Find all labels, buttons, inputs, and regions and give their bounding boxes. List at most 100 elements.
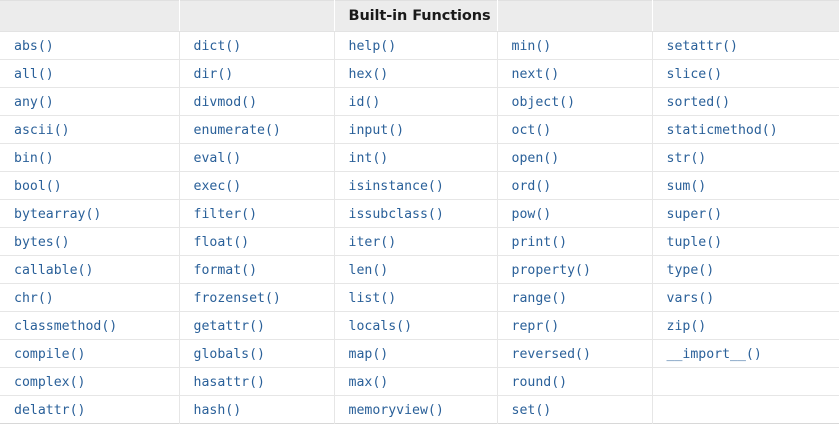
table-cell: iter() [334,227,498,256]
table-cell: range() [497,283,653,312]
table-cell: dict() [179,31,335,60]
builtin-function-link[interactable]: print() [511,234,568,250]
table-row: bin() eval() int() open() str() [0,143,839,172]
builtin-function-link[interactable]: sorted() [666,94,731,110]
table-cell: min() [497,31,653,60]
table-row: complex() hasattr() max() round() [0,367,839,396]
table-cell: frozenset() [179,283,335,312]
builtin-function-link[interactable]: __import__() [666,346,762,362]
table-cell: eval() [179,143,335,172]
table-cell: setattr() [652,31,839,60]
builtin-function-link[interactable]: map() [348,346,389,362]
builtin-function-link[interactable]: min() [511,38,552,54]
table-cell: bytes() [0,227,180,256]
table-cell: memoryview() [334,395,498,424]
builtin-function-link[interactable]: callable() [14,262,94,278]
table-cell: filter() [179,199,335,228]
builtin-function-link[interactable]: divmod() [193,94,258,110]
builtin-function-link[interactable]: iter() [348,234,397,250]
builtin-function-link[interactable]: set() [511,402,552,418]
builtin-function-link[interactable]: vars() [666,290,715,306]
builtin-function-link[interactable]: tuple() [666,234,723,250]
table-cell: ascii() [0,115,180,144]
table-cell: float() [179,227,335,256]
table-cell: classmethod() [0,311,180,340]
builtin-function-link[interactable]: bytes() [14,234,70,250]
builtin-function-link[interactable]: enumerate() [193,122,281,138]
table-cell: oct() [497,115,653,144]
builtin-function-link[interactable]: staticmethod() [666,122,778,138]
builtin-function-link[interactable]: complex() [14,374,86,390]
builtin-function-link[interactable]: repr() [511,318,560,334]
builtin-function-link[interactable]: ascii() [14,122,70,138]
builtin-function-link[interactable]: getattr() [193,318,265,334]
builtin-function-link[interactable]: issubclass() [348,206,444,222]
builtin-function-link[interactable]: bool() [14,178,62,194]
builtin-function-link[interactable]: format() [193,262,258,278]
builtin-function-link[interactable]: bytearray() [14,206,102,222]
builtin-function-link[interactable]: chr() [14,290,54,306]
builtin-function-link[interactable]: object() [511,94,576,110]
builtin-function-link[interactable]: oct() [511,122,552,138]
builtin-function-link[interactable]: len() [348,262,389,278]
builtin-function-link[interactable]: zip() [666,318,707,334]
builtin-function-link[interactable]: hex() [348,66,389,82]
builtin-function-link[interactable]: id() [348,94,381,110]
table-cell: chr() [0,283,180,312]
builtin-function-link[interactable]: ord() [511,178,552,194]
builtin-function-link[interactable]: pow() [511,206,552,222]
builtin-function-link[interactable]: hash() [193,402,242,418]
table-cell: delattr() [0,395,180,424]
builtin-function-link[interactable]: hasattr() [193,374,265,390]
builtin-function-link[interactable]: list() [348,290,397,306]
builtin-function-link[interactable]: max() [348,374,389,390]
builtin-function-link[interactable]: compile() [14,346,86,362]
builtin-function-link[interactable]: frozenset() [193,290,281,306]
builtin-function-link[interactable]: input() [348,122,405,138]
builtin-function-link[interactable]: property() [511,262,591,278]
builtin-function-link[interactable]: classmethod() [14,318,118,334]
builtin-function-link[interactable]: exec() [193,178,242,194]
builtin-function-link[interactable]: open() [511,150,560,166]
table-cell: format() [179,255,335,284]
builtin-function-link[interactable]: dict() [193,38,242,54]
table-cell: any() [0,87,180,116]
header-cell-1 [0,0,180,32]
builtin-function-link[interactable]: bin() [14,150,54,166]
table-row: bytes() float() iter() print() tuple() [0,227,839,256]
table-cell: staticmethod() [652,115,839,144]
builtin-function-link[interactable]: memoryview() [348,402,444,418]
table-row: classmethod() getattr() locals() repr() zip(… [0,311,839,340]
table-cell: bool() [0,171,180,200]
builtin-function-link[interactable]: float() [193,234,250,250]
builtin-function-link[interactable]: super() [666,206,723,222]
table-cell: next() [497,59,653,88]
table-cell: dir() [179,59,335,88]
builtin-function-link[interactable]: all() [14,66,54,82]
builtin-function-link[interactable]: abs() [14,38,54,54]
builtin-function-link[interactable]: next() [511,66,560,82]
builtin-function-link[interactable]: type() [666,262,715,278]
builtin-function-link[interactable]: slice() [666,66,723,82]
builtin-function-link[interactable]: filter() [193,206,258,222]
table-cell: getattr() [179,311,335,340]
builtin-function-link[interactable]: any() [14,94,54,110]
builtin-function-link[interactable]: eval() [193,150,242,166]
builtin-function-link[interactable]: str() [666,150,707,166]
table-cell: open() [497,143,653,172]
builtin-function-link[interactable]: int() [348,150,389,166]
builtin-function-link[interactable]: round() [511,374,568,390]
builtin-function-link[interactable]: delattr() [14,402,86,418]
builtin-function-link[interactable]: range() [511,290,568,306]
table-cell: int() [334,143,498,172]
header-cell-5 [652,0,839,32]
builtin-function-link[interactable]: help() [348,38,397,54]
builtin-function-link[interactable]: sum() [666,178,707,194]
builtin-function-link[interactable]: setattr() [666,38,738,54]
builtin-function-link[interactable]: reversed() [511,346,591,362]
builtin-function-link[interactable]: dir() [193,66,234,82]
table-cell: help() [334,31,498,60]
builtin-function-link[interactable]: globals() [193,346,265,362]
builtin-function-link[interactable]: isinstance() [348,178,444,194]
builtin-function-link[interactable]: locals() [348,318,413,334]
